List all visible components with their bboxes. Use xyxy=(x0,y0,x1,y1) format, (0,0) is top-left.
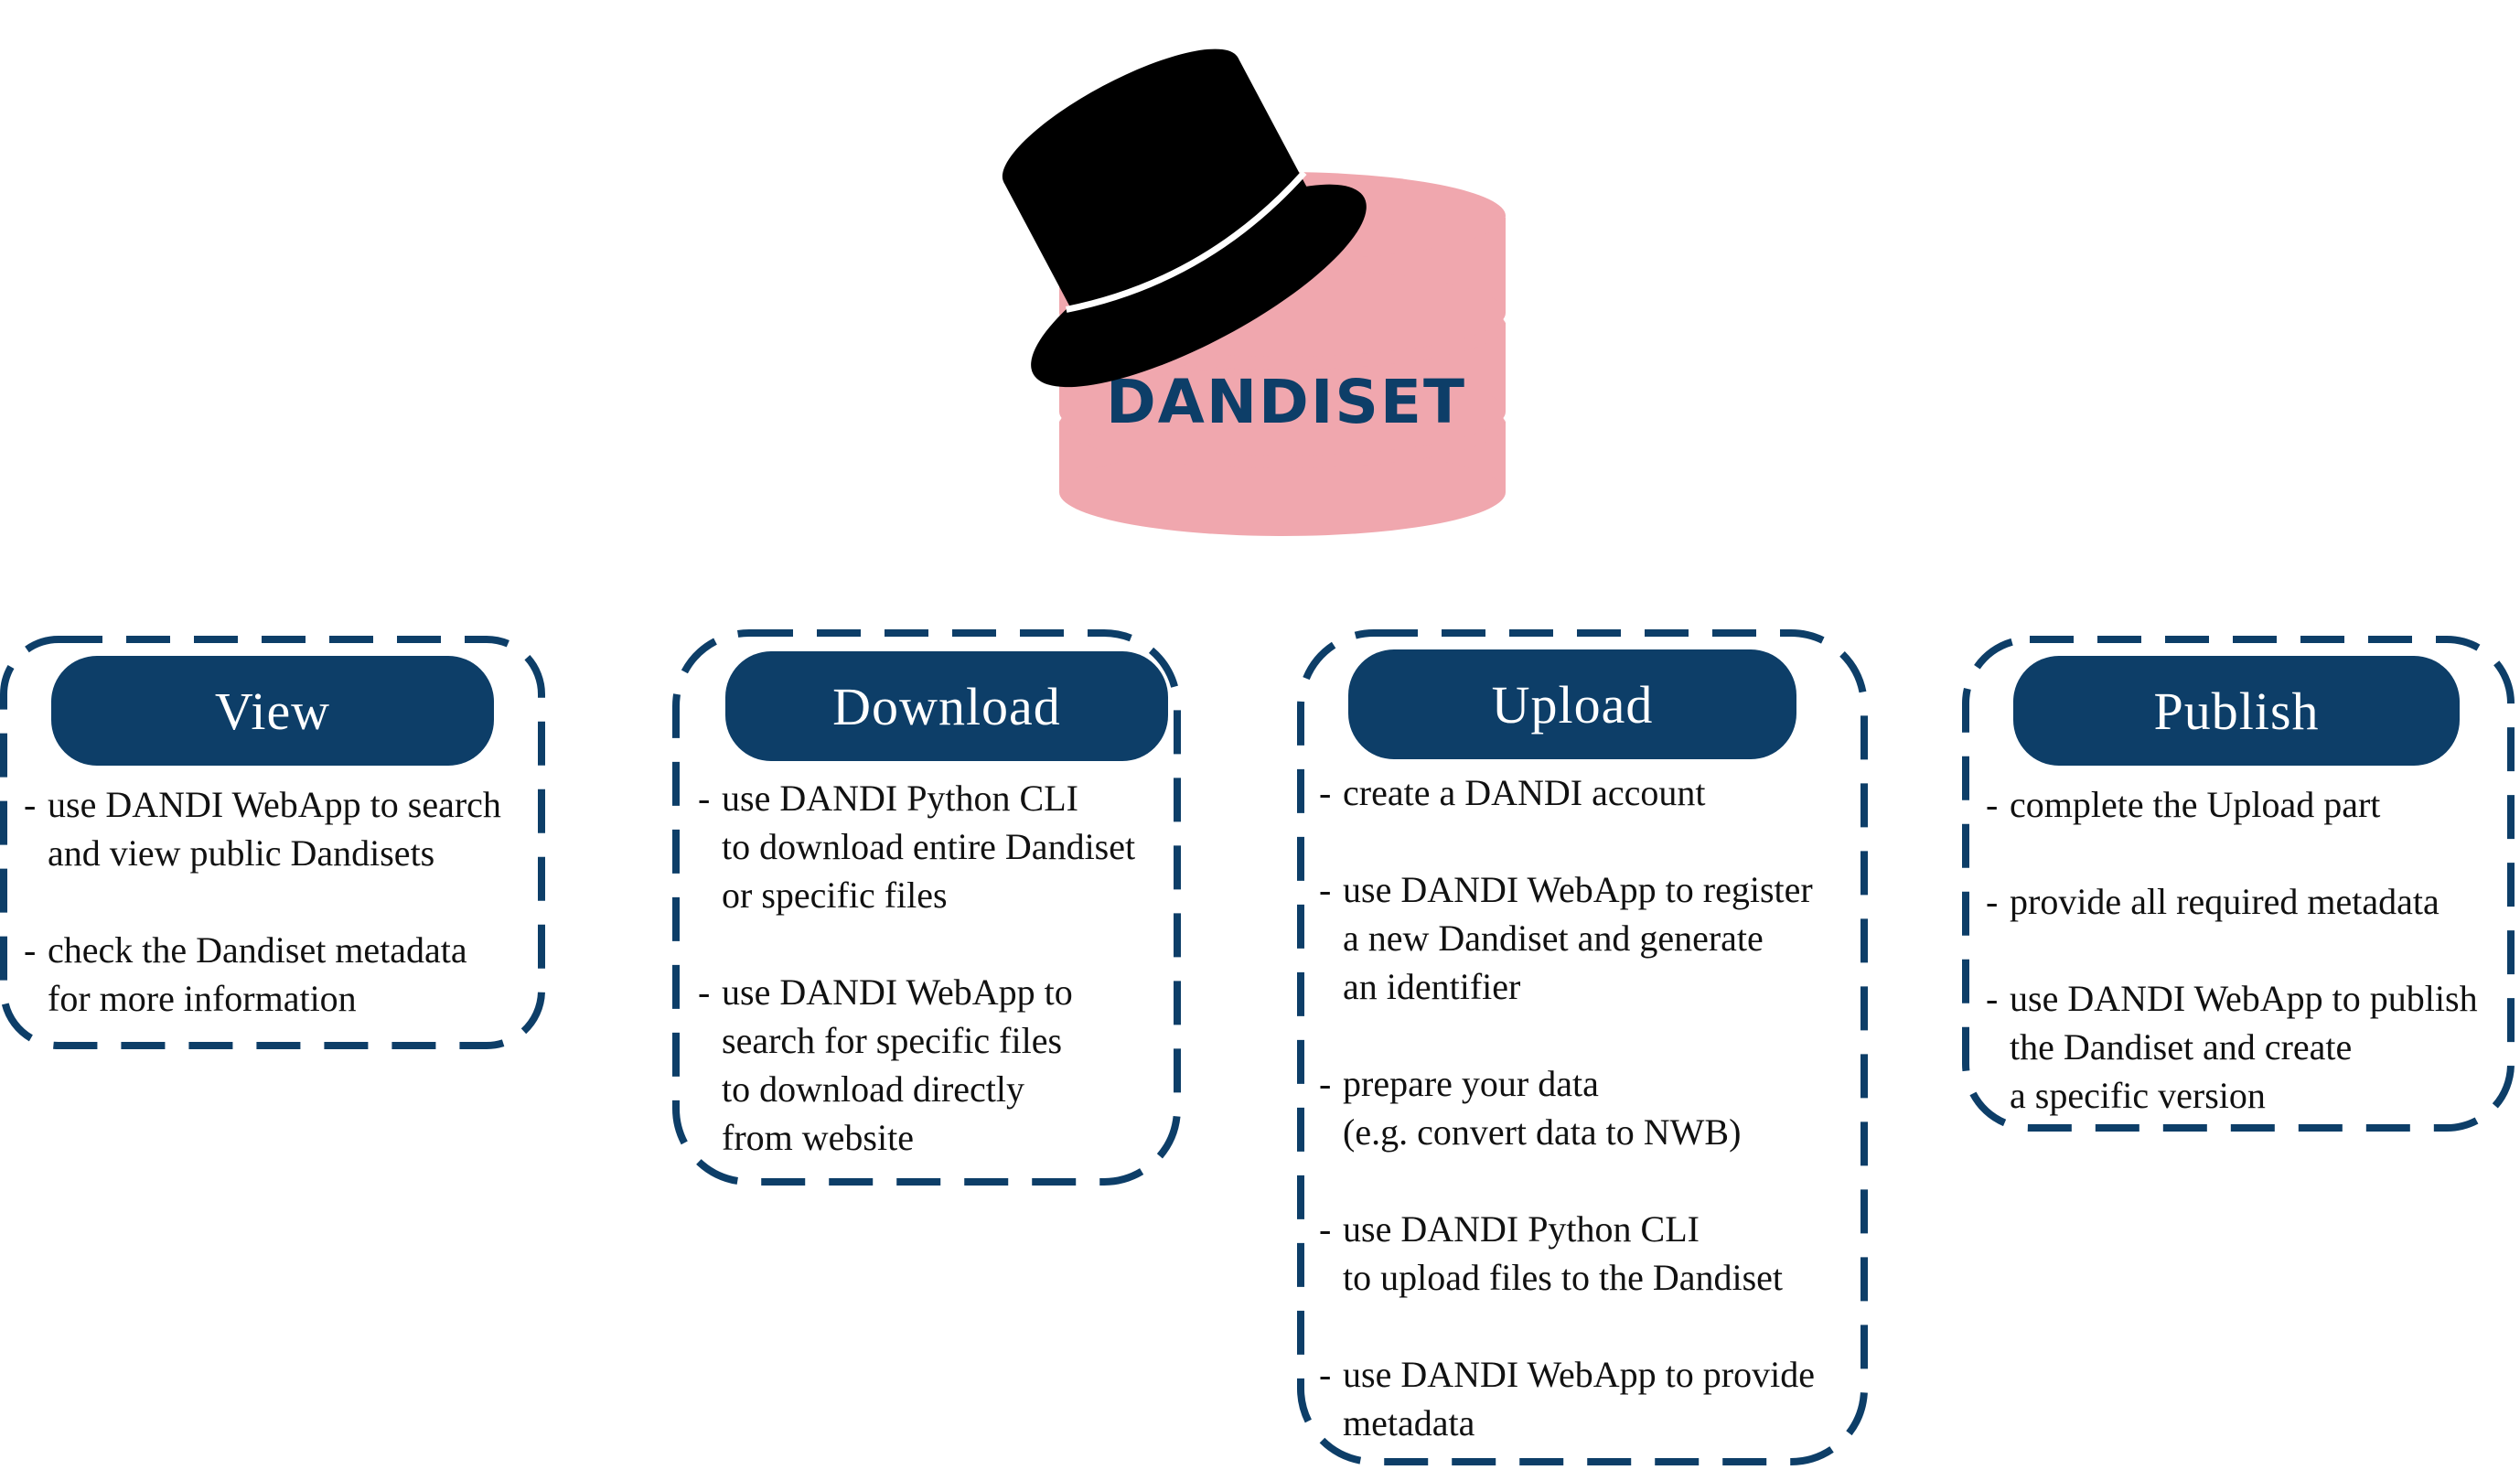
view-items: use DANDI WebApp to search and view publ… xyxy=(24,780,545,1023)
upload-item: create a DANDI account xyxy=(1319,768,1870,817)
view-panel: View use DANDI WebApp to search and view… xyxy=(0,636,549,1052)
top-hat-icon xyxy=(1002,48,1367,388)
download-panel: Download use DANDI Python CLI to downloa… xyxy=(672,629,1185,1189)
upload-panel: Upload create a DANDI account use DANDI … xyxy=(1297,629,1871,1466)
upload-item: prepare your data (e.g. convert data to … xyxy=(1319,1059,1870,1156)
view-dashed-frame xyxy=(0,636,545,1049)
upload-item: use DANDI Python CLI to upload files to … xyxy=(1319,1205,1870,1302)
publish-item: complete the Upload part xyxy=(1986,780,2516,829)
download-item: use DANDI Python CLI to download entire … xyxy=(698,774,1183,919)
upload-title-pill[interactable]: Upload xyxy=(1348,649,1796,759)
upload-dashed-frame xyxy=(1297,629,1868,1465)
view-item: use DANDI WebApp to search and view publ… xyxy=(24,780,545,877)
publish-item: provide all required metadata xyxy=(1986,877,2516,926)
publish-items: complete the Upload part provide all req… xyxy=(1986,780,2516,1120)
upload-item: use DANDI WebApp to register a new Dandi… xyxy=(1319,865,1870,1011)
download-dashed-frame xyxy=(672,629,1181,1186)
publish-title-pill[interactable]: Publish xyxy=(2013,656,2460,766)
upload-items: create a DANDI account use DANDI WebApp … xyxy=(1319,768,1870,1447)
dandiset-logo: DANDISET xyxy=(1002,48,1506,536)
download-title-pill[interactable]: Download xyxy=(725,651,1168,761)
download-items: use DANDI Python CLI to download entire … xyxy=(698,774,1183,1162)
upload-item: use DANDI WebApp to provide metadata xyxy=(1319,1350,1870,1447)
view-item: check the Dandiset metadata for more inf… xyxy=(24,926,545,1023)
publish-panel: Publish complete the Upload part provide… xyxy=(1962,636,2518,1134)
download-item: use DANDI WebApp to search for specific … xyxy=(698,968,1183,1162)
publish-item: use DANDI WebApp to publish the Dandiset… xyxy=(1986,974,2516,1120)
view-title-pill[interactable]: View xyxy=(51,656,494,766)
dandiset-label: DANDISET xyxy=(1106,367,1466,437)
